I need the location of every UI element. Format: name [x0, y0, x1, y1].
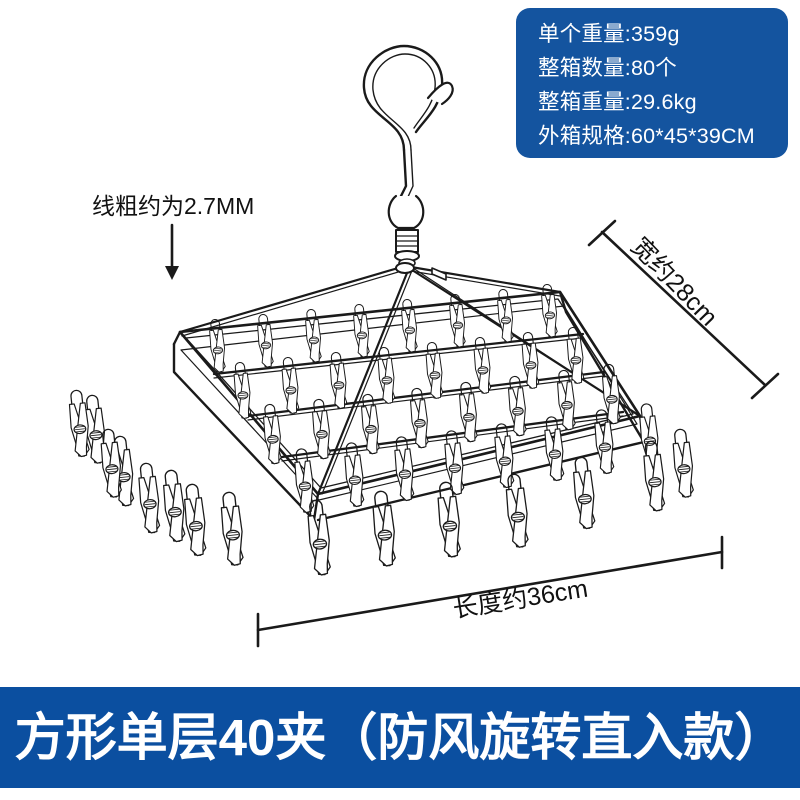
- spec-line-unit-weight: 单个重量:359g: [538, 22, 680, 46]
- dimension-line-length: [256, 535, 724, 648]
- spec-line-carton-size: 外箱规格:60*45*39CM: [538, 124, 755, 148]
- product-title-banner: 方形单层40夹（防风旋转直入款）: [0, 687, 800, 788]
- hanger-drawing: [66, 44, 780, 648]
- clip-column-right: [670, 427, 697, 499]
- spec-line-carton-quantity: 整箱数量:80个: [538, 56, 677, 80]
- spec-line-carton-weight: 整箱重量:29.6kg: [538, 90, 697, 114]
- dimension-line-width: [587, 219, 780, 400]
- product-title-text: 方形单层40夹（防风旋转直入款）: [14, 709, 786, 766]
- swivel-hook: [362, 44, 454, 268]
- wire-thickness-arrow: [165, 223, 179, 280]
- wire-thickness-label: 线粗约为2.7MM: [92, 193, 255, 219]
- specification-box: 单个重量:359g 整箱数量:80个 整箱重量:29.6kg 外箱规格:60*4…: [516, 8, 788, 158]
